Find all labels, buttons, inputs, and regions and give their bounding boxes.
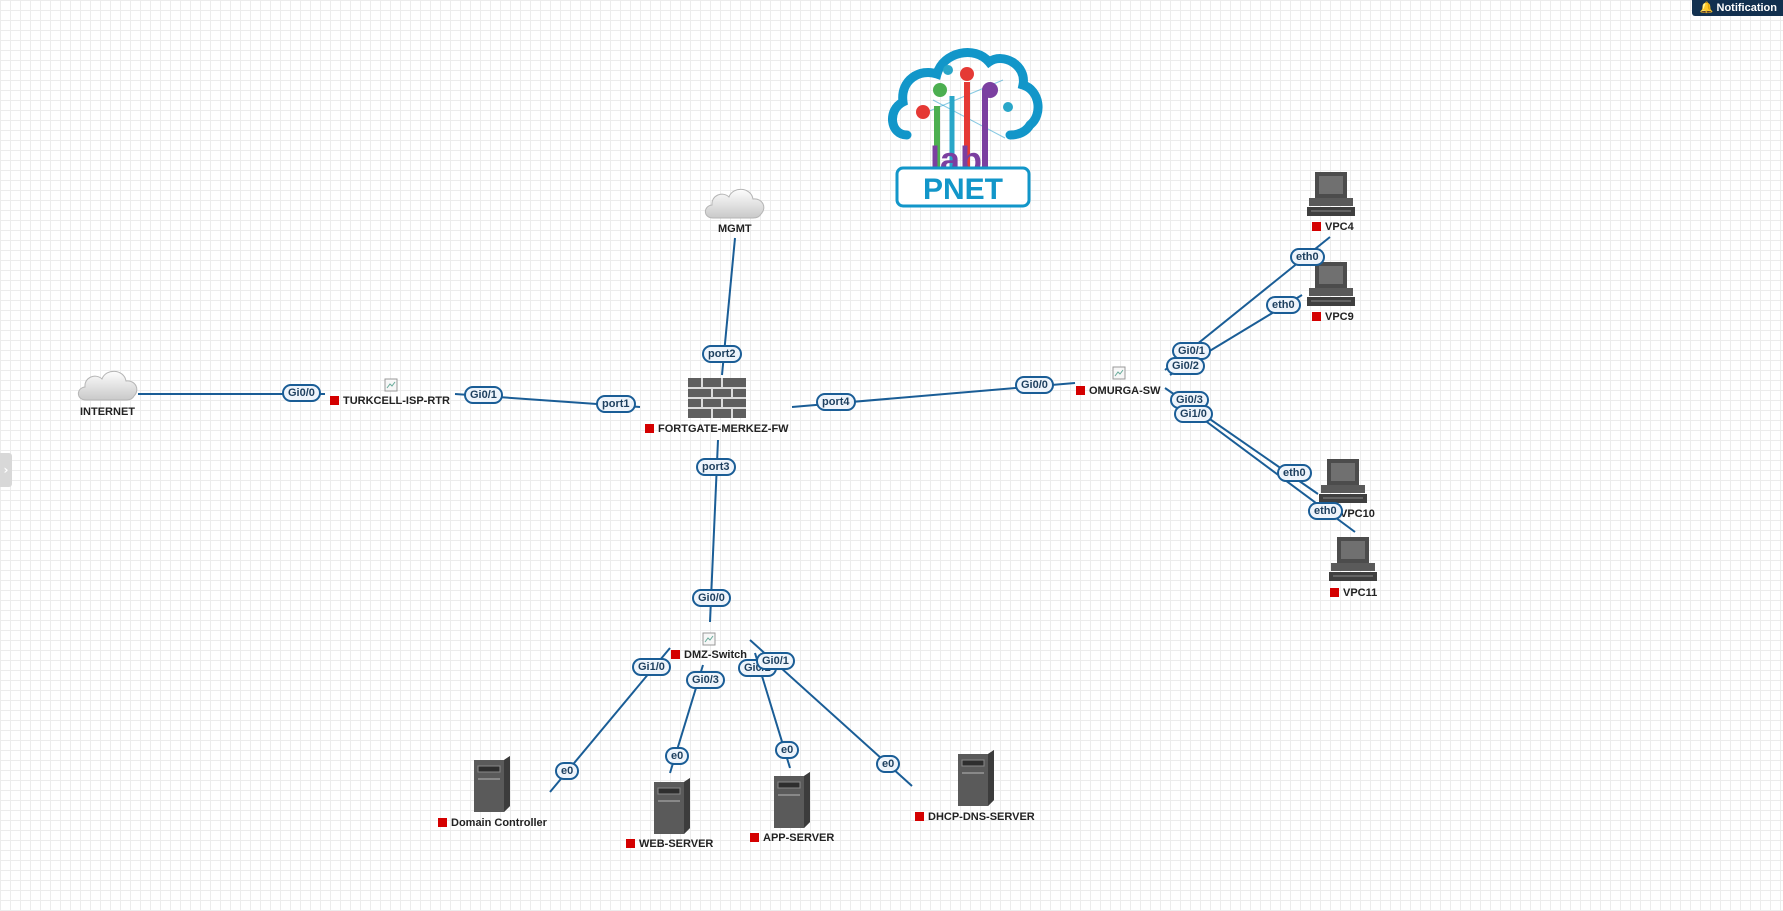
node-domain-controller[interactable]: [470, 754, 514, 819]
server-icon: [474, 756, 510, 812]
node-mgmt[interactable]: [703, 184, 767, 229]
internet-label: INTERNET: [80, 406, 135, 418]
port-label[interactable]: Gi0/3: [1170, 391, 1209, 409]
logo-cloud-graphic: lab PNET: [888, 48, 1043, 208]
node-internet[interactable]: [76, 366, 140, 411]
web-server-name: WEB-SERVER: [639, 838, 714, 850]
node-dhcp-dns-server[interactable]: [954, 748, 998, 813]
port-label[interactable]: Gi0/0: [692, 589, 731, 607]
port-label[interactable]: Gi0/2: [1166, 357, 1205, 375]
status-indicator: [330, 396, 339, 405]
dmz-switch-label: DMZ-Switch: [671, 649, 747, 661]
mgmt-label: MGMT: [718, 223, 752, 235]
broken-image-icon: [1112, 366, 1126, 380]
status-indicator: [1312, 222, 1321, 231]
pc-icon: [1319, 459, 1367, 503]
broken-image-icon: [702, 632, 716, 646]
web-server-label: WEB-SERVER: [626, 838, 713, 850]
port-label[interactable]: Gi0/3: [686, 671, 725, 689]
status-indicator: [645, 424, 654, 433]
vpc10-name: VPC10: [1340, 508, 1375, 520]
port-label[interactable]: Gi0/0: [1015, 376, 1054, 394]
vpc9-label: VPC9: [1312, 311, 1354, 323]
notification-label: Notification: [1716, 2, 1778, 14]
node-vpc11[interactable]: [1327, 535, 1379, 588]
port-label[interactable]: Gi1/0: [632, 658, 671, 676]
port-label[interactable]: Gi0/0: [282, 384, 321, 402]
status-indicator: [626, 839, 635, 848]
vpc11-label: VPC11: [1330, 587, 1377, 599]
vpc4-name: VPC4: [1325, 221, 1354, 233]
cloud-icon: [77, 370, 138, 401]
domain-controller-label: Domain Controller: [438, 817, 547, 829]
port-label[interactable]: Gi0/1: [464, 386, 503, 404]
vpc4-label: VPC4: [1312, 221, 1354, 233]
server-icon: [774, 772, 810, 828]
port-label[interactable]: port1: [596, 395, 636, 413]
port-label[interactable]: e0: [555, 762, 580, 780]
port-label[interactable]: Gi0/1: [756, 652, 795, 670]
status-indicator: [750, 833, 759, 842]
status-indicator: [1312, 312, 1321, 321]
node-dmz-switch[interactable]: [702, 632, 716, 646]
node-omurga-switch[interactable]: [1112, 366, 1126, 380]
firewall-label: FORTGATE-MERKEZ-FW: [645, 423, 789, 435]
pnet-lab-logo: lab PNET: [885, 40, 1045, 210]
port-label[interactable]: eth0: [1277, 464, 1312, 482]
pc-icon: [1307, 172, 1355, 216]
omurga-switch-label: OMURGA-SW: [1076, 385, 1161, 397]
status-indicator: [438, 818, 447, 827]
port-label[interactable]: Gi0/1: [1172, 342, 1211, 360]
logo-pnet-text: PNET: [923, 173, 1003, 206]
cloud-icon: [704, 188, 765, 219]
status-indicator: [915, 812, 924, 821]
dmz-switch-name: DMZ-Switch: [684, 649, 747, 661]
app-server-name: APP-SERVER: [763, 832, 835, 844]
port-label[interactable]: eth0: [1290, 248, 1325, 266]
pc-icon: [1329, 537, 1377, 581]
node-app-server[interactable]: [770, 770, 814, 835]
port-label[interactable]: eth0: [1266, 296, 1301, 314]
status-indicator: [1076, 386, 1085, 395]
server-icon: [654, 778, 690, 834]
dhcp-dns-server-label: DHCP-DNS-SERVER: [915, 811, 1035, 823]
node-vpc4[interactable]: [1305, 170, 1357, 223]
isp-router-name: TURKCELL-ISP-RTR: [343, 395, 450, 407]
dhcp-dns-server-name: DHCP-DNS-SERVER: [928, 811, 1035, 823]
pc-icon: [1307, 262, 1355, 306]
node-isp-router[interactable]: [384, 378, 398, 392]
port-label[interactable]: e0: [876, 755, 901, 773]
omurga-switch-name: OMURGA-SW: [1089, 385, 1161, 397]
isp-router-label: TURKCELL-ISP-RTR: [330, 395, 450, 407]
domain-controller-name: Domain Controller: [451, 817, 547, 829]
notification-button[interactable]: 🔔 Notification: [1691, 0, 1783, 16]
port-label[interactable]: port4: [816, 393, 856, 411]
broken-image-icon: [384, 378, 398, 392]
sidebar-toggle[interactable]: ›: [0, 453, 12, 487]
firewall-icon: [688, 378, 746, 418]
app-server-label: APP-SERVER: [750, 832, 834, 844]
firewall-name: FORTGATE-MERKEZ-FW: [658, 423, 789, 435]
port-label[interactable]: port3: [696, 458, 736, 476]
node-web-server[interactable]: [650, 776, 694, 841]
node-vpc9[interactable]: [1305, 260, 1357, 313]
bell-icon: 🔔: [1699, 2, 1714, 14]
vpc9-name: VPC9: [1325, 311, 1354, 323]
port-label[interactable]: Gi1/0: [1174, 405, 1213, 423]
node-vpc10[interactable]: [1317, 457, 1369, 510]
status-indicator: [671, 650, 680, 659]
port-label[interactable]: port2: [702, 345, 742, 363]
topology-links: [138, 236, 1356, 793]
server-icon: [958, 750, 994, 806]
port-label[interactable]: e0: [665, 747, 690, 765]
vpc11-name: VPC11: [1343, 587, 1378, 599]
port-label[interactable]: e0: [775, 741, 800, 759]
chevron-right-icon: ›: [3, 463, 9, 477]
status-indicator: [1330, 588, 1339, 597]
node-firewall[interactable]: [687, 377, 747, 424]
port-label[interactable]: eth0: [1308, 502, 1343, 520]
